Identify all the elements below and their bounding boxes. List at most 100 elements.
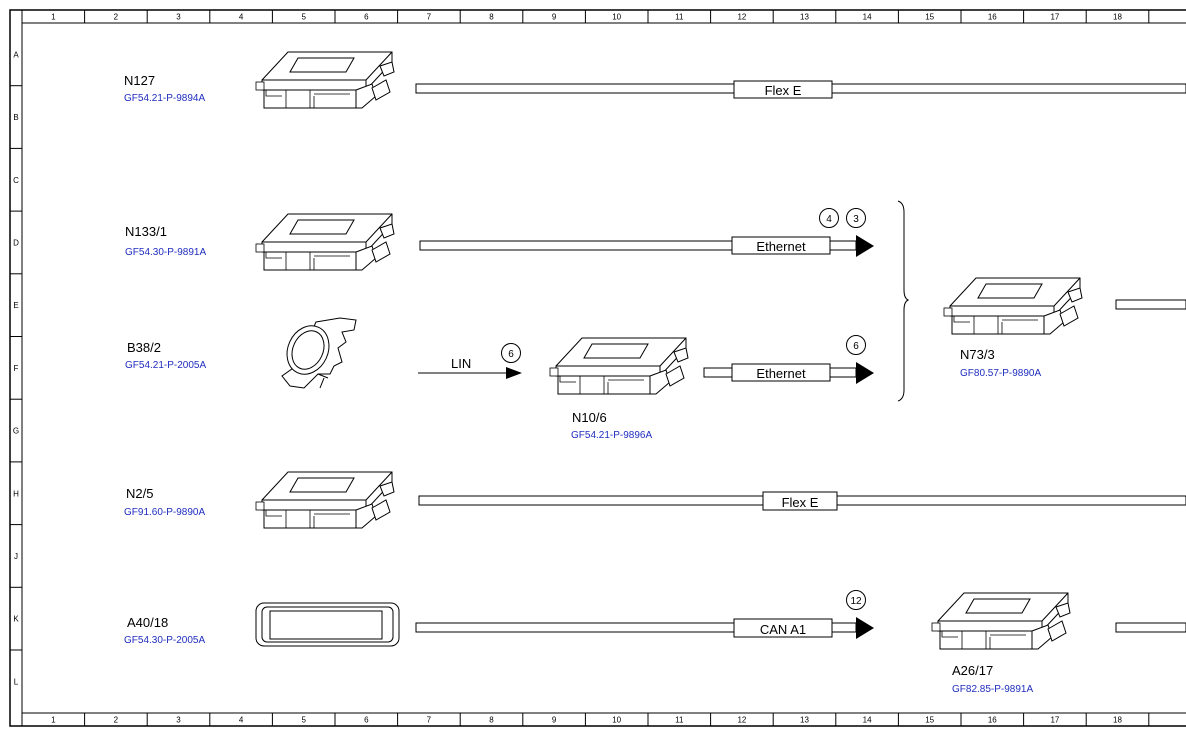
grid-column-label: 2 bbox=[114, 13, 119, 22]
control-unit-icon bbox=[943, 277, 1083, 335]
component-ref-link[interactable]: GF54.30-P-9891A bbox=[125, 247, 206, 258]
bus-label: Flex E bbox=[765, 83, 802, 98]
component-b38-2[interactable]: B38/2 GF54.21-P-2005A bbox=[125, 317, 357, 389]
grid-column-label: 3 bbox=[176, 13, 181, 22]
grid-row-label: E bbox=[13, 301, 18, 310]
component-a40-18[interactable]: A40/18 GF54.30-P-2005A bbox=[124, 602, 400, 647]
grid-row-label: C bbox=[13, 176, 19, 185]
grid-row-label: A bbox=[13, 50, 19, 59]
component-id: N2/5 bbox=[126, 486, 153, 501]
grid-column-label: 13 bbox=[800, 13, 809, 22]
grid-row-label: G bbox=[13, 427, 19, 436]
grid-column-label: 8 bbox=[489, 716, 494, 725]
component-a26-17[interactable]: A26/17 GF82.85-P-9891A bbox=[931, 592, 1071, 695]
grid-column-label: 5 bbox=[301, 13, 306, 22]
control-unit-icon bbox=[931, 592, 1071, 650]
grid-column-label: 15 bbox=[925, 13, 934, 22]
grid-column-label: 14 bbox=[863, 13, 872, 22]
component-n2-5[interactable]: N2/5 GF91.60-P-9890A bbox=[124, 471, 395, 529]
grid-column-label: 11 bbox=[675, 716, 684, 725]
svg-text:4: 4 bbox=[826, 214, 832, 225]
grid-column-label: 8 bbox=[489, 13, 494, 22]
grid-column-label: 6 bbox=[364, 13, 369, 22]
grid-column-label: 17 bbox=[1050, 13, 1059, 22]
bus-stub-a26-17 bbox=[1115, 622, 1186, 633]
arrow-right-icon bbox=[856, 617, 874, 639]
control-unit-icon bbox=[255, 471, 395, 529]
grid-column-label: 4 bbox=[239, 13, 244, 22]
bus-flex-e-bottom: Flex E bbox=[418, 491, 1186, 511]
marker-6-ethernet: 6 bbox=[846, 335, 866, 355]
component-ref-link[interactable]: GF91.60-P-9890A bbox=[124, 507, 205, 518]
component-id: A26/17 bbox=[952, 663, 993, 678]
grid-column-label: 7 bbox=[427, 13, 432, 22]
component-ref-link[interactable]: GF80.57-P-9890A bbox=[960, 368, 1041, 379]
grid-column-label: 11 bbox=[675, 13, 684, 22]
grid-column-label: 9 bbox=[552, 716, 557, 725]
grid-column-label: 1 bbox=[51, 716, 56, 725]
component-id: A40/18 bbox=[127, 615, 168, 630]
grid-column-label: 9 bbox=[552, 13, 557, 22]
grid-row-label: D bbox=[13, 238, 19, 247]
component-n10-6[interactable]: N10/6 GF54.21-P-9896A bbox=[549, 337, 689, 441]
grid-column-label: 18 bbox=[1113, 13, 1122, 22]
component-ref-link[interactable]: GF54.21-P-2005A bbox=[125, 360, 206, 371]
bus-ethernet-mid: Ethernet bbox=[703, 362, 874, 384]
component-ref-link[interactable]: GF54.21-P-9894A bbox=[124, 93, 205, 104]
grid-column-label: 4 bbox=[239, 716, 244, 725]
grid-row-label: J bbox=[14, 552, 18, 561]
bus-label: LIN bbox=[451, 356, 471, 371]
component-id: N133/1 bbox=[125, 224, 167, 239]
bus-label: Flex E bbox=[782, 495, 819, 510]
control-unit-icon bbox=[549, 337, 689, 395]
bus-ethernet-top: Ethernet bbox=[419, 235, 874, 257]
component-ref-link[interactable]: GF54.30-P-2005A bbox=[124, 635, 205, 646]
component-n127[interactable]: N127 GF54.21-P-9894A bbox=[124, 51, 395, 109]
svg-text:12: 12 bbox=[850, 596, 862, 607]
bus-label: Ethernet bbox=[756, 366, 806, 381]
grid-column-label: 18 bbox=[1113, 716, 1122, 725]
component-id: N73/3 bbox=[960, 347, 995, 362]
marker-3: 3 bbox=[846, 208, 866, 228]
marker-4: 4 bbox=[819, 208, 839, 228]
grid-column-label: 17 bbox=[1050, 716, 1059, 725]
grid-row-label: H bbox=[13, 489, 19, 498]
bus-stub-n73-3 bbox=[1115, 299, 1186, 310]
svg-text:6: 6 bbox=[508, 349, 514, 360]
svg-text:6: 6 bbox=[853, 341, 859, 352]
grid-row-label: F bbox=[14, 364, 19, 373]
bus-lin: LIN bbox=[418, 356, 522, 379]
component-ref-link[interactable]: GF82.85-P-9891A bbox=[952, 684, 1033, 695]
component-n133-1[interactable]: N133/1 GF54.30-P-9891A bbox=[125, 213, 395, 271]
component-n73-3[interactable]: N73/3 GF80.57-P-9890A bbox=[943, 277, 1083, 379]
grid-column-label: 16 bbox=[988, 716, 997, 725]
grid-column-label: 15 bbox=[925, 716, 934, 725]
control-unit-icon bbox=[255, 213, 395, 271]
marker-6-lin: 6 bbox=[501, 343, 521, 363]
grid-column-label: 10 bbox=[612, 13, 621, 22]
rain-light-sensor-icon bbox=[281, 317, 357, 389]
grid-column-label: 10 bbox=[612, 716, 621, 725]
component-id: N10/6 bbox=[572, 410, 607, 425]
grid-column-label: 12 bbox=[737, 716, 746, 725]
bus-label: CAN A1 bbox=[760, 622, 806, 637]
grid-column-label: 2 bbox=[114, 716, 119, 725]
grid-column-label: 16 bbox=[988, 13, 997, 22]
grid-column-label: 6 bbox=[364, 716, 369, 725]
bus-flex-e-top: Flex E bbox=[415, 80, 1186, 99]
grid-column-label: 14 bbox=[863, 716, 872, 725]
arrow-right-icon bbox=[856, 362, 874, 384]
brace bbox=[897, 200, 910, 402]
component-ref-link[interactable]: GF54.21-P-9896A bbox=[571, 430, 652, 441]
grid-row-label: B bbox=[13, 113, 18, 122]
arrow-right-icon bbox=[856, 235, 874, 257]
grid-column-label: 12 bbox=[737, 13, 746, 22]
grid-column-label: 1 bbox=[51, 13, 56, 22]
component-id: B38/2 bbox=[127, 340, 161, 355]
bus-can-a1: CAN A1 bbox=[415, 617, 874, 639]
grid-row-label: K bbox=[13, 615, 19, 624]
